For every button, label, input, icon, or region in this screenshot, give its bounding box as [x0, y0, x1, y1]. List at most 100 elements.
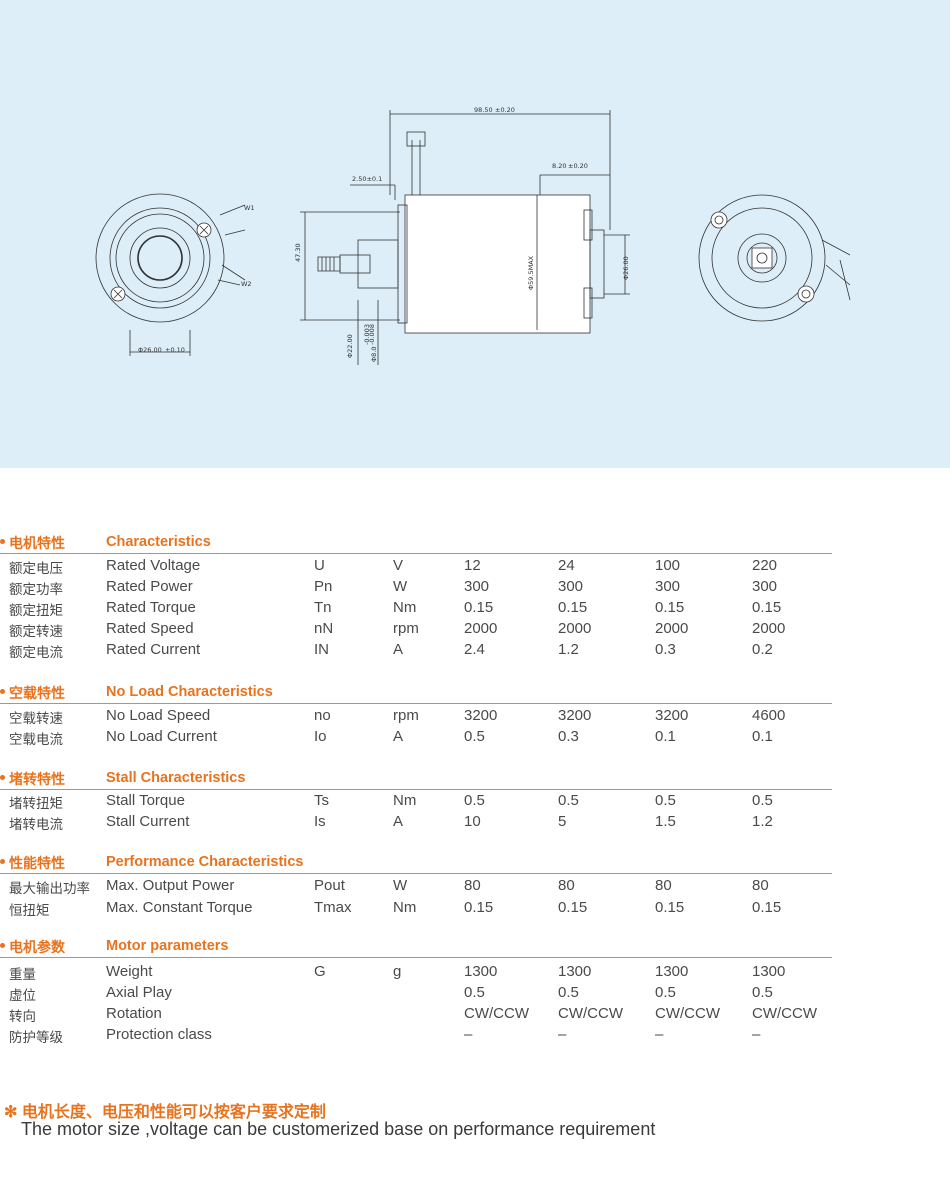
- row-value: 300: [464, 578, 490, 595]
- row-symbol: U: [314, 557, 325, 574]
- bullet-dot: [0, 943, 5, 948]
- row-value: 0.5: [464, 792, 485, 809]
- row-symbol: Tmax: [314, 899, 352, 916]
- row-value: 0.5: [558, 792, 579, 809]
- table-row: 堵转电流 Stall Current Is A 10 5 1.5 1.2: [0, 813, 832, 834]
- row-value: 0.5: [752, 984, 773, 1001]
- row-label-en: Protection class: [106, 1026, 212, 1043]
- row-label-cn: 额定电压: [9, 561, 63, 576]
- row-label-cn: 防护等级: [9, 1030, 63, 1045]
- row-value: 0.3: [558, 728, 579, 745]
- row-value: 1.2: [752, 813, 773, 830]
- row-value: 0.5: [464, 984, 485, 1001]
- row-symbol: Tn: [314, 599, 332, 616]
- row-unit: V: [393, 557, 404, 574]
- row-unit: rpm: [393, 620, 419, 637]
- side-view: [300, 110, 630, 365]
- section-header-no-load: 空载特性 No Load Characteristics: [0, 683, 832, 704]
- row-label-cn: 堵转电流: [9, 817, 63, 832]
- row-label-cn: 额定扭矩: [9, 603, 63, 618]
- row-label-cn: 重量: [9, 967, 36, 982]
- row-value: 0.2: [752, 641, 773, 658]
- row-label-en: Rated Torque: [106, 599, 196, 616]
- table-row: 转向 Rotation CW/CCW CW/CCW CW/CCW CW/CCW: [0, 1005, 832, 1026]
- dim-end: 8.20: [552, 162, 566, 170]
- row-label-en: No Load Speed: [106, 707, 211, 724]
- row-value: 0.15: [655, 599, 685, 616]
- table-row: 重量 Weight G g 1300 1300 1300 1300: [0, 963, 832, 984]
- dim-boss: Φ26.00: [622, 256, 630, 280]
- section-title-cn: 空载特性: [9, 685, 65, 701]
- row-value: 300: [655, 578, 681, 595]
- row-label-en: Rotation: [106, 1005, 162, 1022]
- table-row: 额定电流 Rated Current IN A 2.4 1.2 0.3 0.2: [0, 641, 832, 662]
- section-title-cn: 电机参数: [9, 939, 65, 955]
- row-symbol: nN: [314, 620, 334, 637]
- motor-drawing: 98.50 ±0.20 8.20 ±0.20 2.50±0.1 47.30 Φ5…: [95, 106, 851, 365]
- row-value: 24: [558, 557, 575, 574]
- dim-shaft-8-tol-b: -0.008: [368, 324, 376, 345]
- row-value: 0.5: [655, 984, 676, 1001]
- bullet-dot: [0, 689, 5, 694]
- row-value: 1300: [464, 963, 498, 980]
- row-unit: W: [393, 877, 408, 894]
- dim-body-dia: Φ59.5MAX: [527, 255, 535, 290]
- row-value: 2000: [558, 620, 592, 637]
- dim-length: 98.50: [474, 106, 493, 114]
- row-value: 2.4: [464, 641, 485, 658]
- section-header-stall: 堵转特性 Stall Characteristics: [0, 769, 832, 790]
- table-row: 额定转速 Rated Speed nN rpm 2000 2000 2000 2…: [0, 620, 832, 641]
- section-title-en: Performance Characteristics: [106, 854, 304, 870]
- row-value: 0.5: [558, 984, 579, 1001]
- row-value: –: [655, 1026, 664, 1043]
- section-title-en: Motor parameters: [106, 938, 229, 954]
- row-value: 0.15: [558, 899, 588, 916]
- row-unit: rpm: [393, 707, 419, 724]
- row-value: 0.15: [752, 899, 782, 916]
- customization-note-cn: ✻ 电机长度、电压和性能可以按客户要求定制: [4, 1104, 326, 1121]
- dim-shaft-8: Φ8.0: [370, 347, 378, 362]
- table-row: 额定功率 Rated Power Pn W 300 300 300 300: [0, 578, 832, 599]
- row-value: CW/CCW: [464, 1005, 529, 1022]
- row-value: 3200: [655, 707, 689, 724]
- dim-shaft-22: Φ22.00: [346, 334, 354, 358]
- table-row: 额定扭矩 Rated Torque Tn Nm 0.15 0.15 0.15 0…: [0, 599, 832, 620]
- row-unit: g: [393, 963, 402, 980]
- row-symbol: no: [314, 707, 331, 724]
- row-unit: W: [393, 578, 408, 595]
- row-value: 0.1: [655, 728, 676, 745]
- row-value: 2000: [464, 620, 498, 637]
- table-row: 恒扭矩 Max. Constant Torque Tmax Nm 0.15 0.…: [0, 899, 832, 920]
- customization-note-en: The motor size ,voltage can be customeri…: [21, 1119, 656, 1139]
- bullet-dot: [0, 539, 5, 544]
- dim-step: 2.50±0.1: [352, 175, 382, 183]
- row-value: 0.15: [464, 599, 494, 616]
- row-value: 0.5: [752, 792, 773, 809]
- row-label-cn: 额定功率: [9, 582, 63, 597]
- row-label-en: No Load Current: [106, 728, 217, 745]
- row-value: 0.15: [464, 899, 494, 916]
- row-value: 1300: [655, 963, 689, 980]
- row-label-en: Stall Torque: [106, 792, 185, 809]
- row-value: 80: [655, 877, 672, 894]
- front-view: [95, 193, 246, 356]
- row-value: 0.5: [464, 728, 485, 745]
- section-title-en: No Load Characteristics: [106, 684, 273, 700]
- section-title-en: Stall Characteristics: [106, 770, 246, 786]
- row-value: –: [464, 1026, 473, 1043]
- row-value: 3200: [558, 707, 592, 724]
- row-value: 0.3: [655, 641, 676, 658]
- dim-end-tol: ±0.20: [568, 162, 588, 170]
- row-value: 1.2: [558, 641, 579, 658]
- row-label-en: Rated Current: [106, 641, 201, 658]
- row-label-cn: 额定电流: [9, 645, 63, 660]
- row-value: 0.15: [558, 599, 588, 616]
- table-row: 防护等级 Protection class – – – –: [0, 1026, 832, 1047]
- row-label-cn: 堵转扭矩: [9, 796, 63, 811]
- row-unit: A: [393, 813, 404, 830]
- dim-front-dia: Φ26.00: [138, 346, 162, 354]
- row-value: 3200: [464, 707, 498, 724]
- row-value: 5: [558, 813, 567, 830]
- row-label-cn: 额定转速: [9, 624, 63, 639]
- row-value: 80: [752, 877, 769, 894]
